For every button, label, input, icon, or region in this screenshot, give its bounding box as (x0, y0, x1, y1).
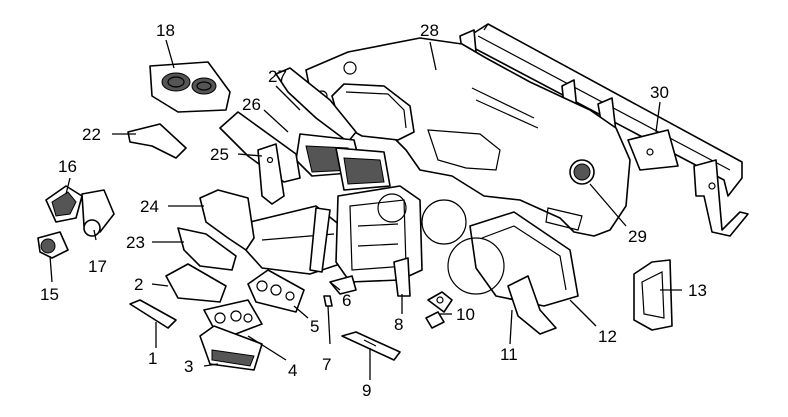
callout-1: 1 (148, 349, 157, 368)
callout-15: 15 (40, 285, 59, 304)
part-29-round-clock[interactable] (569, 159, 595, 185)
callout-23: 23 (126, 233, 145, 252)
part-25-side-bracket[interactable] (257, 143, 285, 205)
callout-7: 7 (322, 355, 331, 374)
part-11-glovebox-bracket[interactable] (507, 275, 557, 335)
callout-25: 25 (210, 145, 229, 164)
part-5-climate-control[interactable] (247, 269, 305, 313)
part-13-side-panel[interactable] (633, 259, 673, 331)
callout-28: 28 (420, 21, 439, 40)
callout-12: 12 (598, 327, 617, 346)
callout-16: 16 (58, 157, 77, 176)
callout-5: 5 (310, 317, 319, 336)
callout-6: 6 (342, 291, 351, 310)
part-17-vent-housing[interactable] (81, 189, 115, 237)
center-console-frame[interactable] (335, 185, 423, 283)
leader-lines (49, 39, 682, 380)
part-2-switch-panel[interactable] (165, 263, 227, 303)
callout-2: 2 (134, 275, 143, 294)
lower-support-plate[interactable] (243, 205, 347, 275)
callout-9: 9 (362, 381, 371, 400)
callout-24: 24 (140, 197, 159, 216)
callout-10: 10 (456, 305, 475, 324)
callout-18: 18 (156, 21, 175, 40)
part-6-mount-bracket[interactable] (329, 275, 357, 295)
callout-30: 30 (650, 83, 669, 102)
part-16-vent-outlet[interactable] (45, 185, 83, 223)
callout-29: 29 (628, 227, 647, 246)
callout-22: 22 (82, 125, 101, 144)
part-10-lock-cylinder[interactable] (425, 291, 453, 329)
callout-3: 3 (184, 357, 193, 376)
part-28-instrument-panel[interactable] (305, 37, 631, 237)
part-23-lower-trim[interactable] (177, 227, 237, 271)
part-24-corner-trim[interactable] (199, 189, 255, 251)
part-15-round-vent[interactable] (37, 231, 69, 259)
callout-17: 17 (88, 257, 107, 276)
part-27-center-duct[interactable] (275, 67, 391, 191)
part-1-switch-strip[interactable] (129, 299, 177, 329)
part-9-trim-strip[interactable] (341, 331, 401, 361)
callout-labels: 18 28 27 26 30 22 25 16 24 29 23 17 15 2… (40, 21, 707, 400)
callout-26: 26 (242, 95, 261, 114)
callout-8: 8 (394, 315, 403, 334)
callout-4: 4 (288, 361, 297, 380)
callout-13: 13 (688, 281, 707, 300)
part-8-bracket[interactable] (393, 257, 411, 297)
part-22-small-bracket[interactable] (127, 123, 187, 159)
part-3-storage-box[interactable] (199, 325, 263, 371)
part-26-side-duct[interactable] (219, 111, 301, 183)
part-7-support-rod[interactable] (323, 295, 333, 307)
callout-11: 11 (500, 345, 518, 364)
part-12-glovebox-assembly[interactable] (421, 199, 579, 307)
callout-27: 27 (268, 67, 287, 86)
part-18-instrument-cluster[interactable] (149, 61, 231, 113)
